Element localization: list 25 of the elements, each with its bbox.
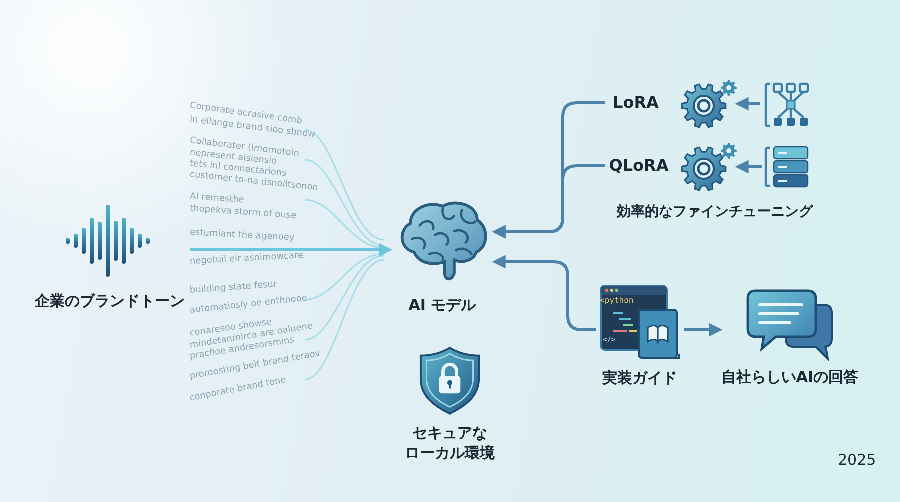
faded-text: thopekva storm of ouse (190, 204, 297, 222)
faded-text: negotuil eir asnimowcare (190, 251, 304, 267)
arrow (735, 160, 762, 174)
faded-text: AI remesthe (190, 192, 245, 206)
arrow (735, 97, 760, 111)
node-label: セキュアなローカル環境 (404, 423, 496, 464)
node-label: 自社らしいAIの回答 (720, 368, 860, 387)
arrow (492, 255, 596, 332)
method-label: QLoRA (608, 156, 670, 175)
server-stack-icon (762, 144, 810, 190)
faded-text: estumiant the agenoey (190, 228, 295, 244)
gear-icon (680, 141, 738, 193)
gear-icon (680, 78, 738, 130)
node-label: 実装ガイド (602, 369, 678, 388)
arrow (684, 323, 723, 337)
node-label: AI モデル (408, 296, 478, 315)
faded-text: automatiosly oe enthnooe (189, 294, 308, 316)
group-caption: 効率的なファインチューニング (617, 203, 813, 221)
method-label: LoRA (612, 93, 660, 112)
node-label: 企業のブランドトーン (34, 292, 186, 311)
code-text: <python (600, 296, 634, 305)
faded-text: building state fesur (190, 280, 278, 296)
arrow (190, 243, 393, 257)
year-text: 2025 (838, 451, 876, 469)
arrow (492, 164, 605, 239)
